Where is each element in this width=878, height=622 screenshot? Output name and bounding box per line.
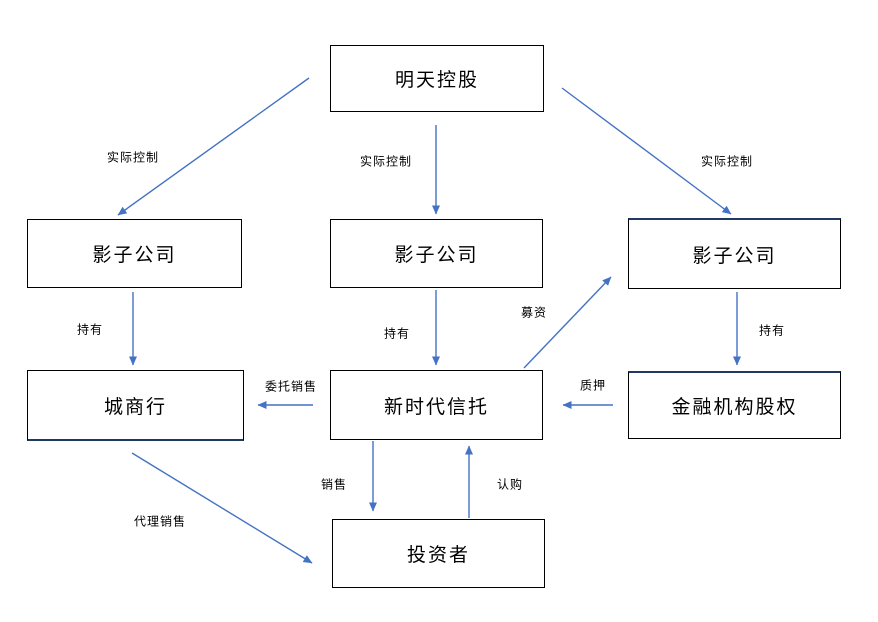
node-shadow-company-right: 影子公司 (628, 218, 841, 289)
node-investors: 投资者 (332, 519, 545, 588)
node-new-era-trust: 新时代信托 (330, 370, 543, 440)
edge-agency-sales-arrow (131, 452, 313, 564)
edge-label-actual-control-right: 实际控制 (700, 154, 754, 169)
edge-label-subscription: 认购 (496, 477, 524, 492)
node-financial-inst-equity: 金融机构股权 (628, 371, 841, 439)
edge-label-agency-sales: 代理销售 (133, 514, 187, 529)
edge-label-fundraising: 募资 (520, 305, 548, 320)
node-shadow-company-left: 影子公司 (27, 219, 242, 288)
edge-actual-control-left-arrow (117, 77, 310, 216)
edge-actual-control-right-arrow (561, 87, 732, 215)
edge-label-actual-control-middle: 实际控制 (359, 154, 413, 169)
edge-label-actual-control-left: 实际控制 (106, 150, 160, 165)
edge-label-hold-left: 持有 (76, 322, 104, 337)
node-mingtian-holding: 明天控股 (330, 45, 544, 112)
edge-label-pledge: 质押 (579, 378, 607, 393)
edge-label-sales: 销售 (320, 477, 348, 492)
edge-label-hold-right: 持有 (758, 323, 786, 338)
edge-fundraising-arrow (523, 276, 612, 369)
node-shadow-company-middle: 影子公司 (330, 219, 543, 288)
node-city-commercial-bank: 城商行 (27, 370, 244, 441)
edge-label-entrusted-sales: 委托销售 (264, 379, 318, 394)
edge-label-hold-middle: 持有 (383, 326, 411, 341)
